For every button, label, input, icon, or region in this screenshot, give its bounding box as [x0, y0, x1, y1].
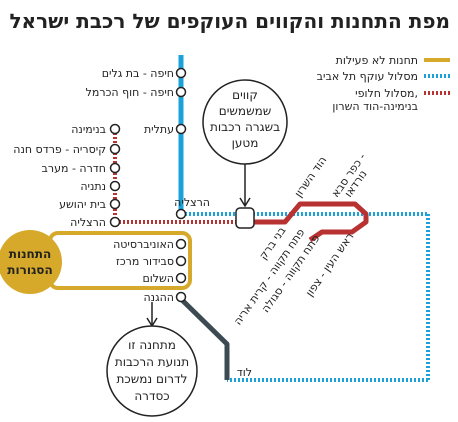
legend-bypass-label: מסלול עוקף תל אביב [317, 70, 418, 83]
station-marker-binyamina [109, 123, 121, 135]
alt-line-east-solid [245, 201, 369, 243]
closed-label-line1: התחנות [9, 247, 51, 261]
map-title: מפת התחנות והקווים העוקפים של רכבת ישראל [9, 9, 450, 33]
diesel-callout-line3: בשגרה רכבות [210, 120, 280, 134]
station-marker-herzliya-left [109, 216, 121, 228]
legend-alt-label-1: מסלול חלופי, [355, 87, 418, 100]
station-binyamina: בנימינה [71, 123, 106, 136]
station-atlit: עתלית [144, 123, 174, 136]
station-marker-hadera [109, 162, 121, 174]
station-haifa-hof-hacarmel: חיפה - חוף הכרמל [86, 86, 174, 99]
alt-west-stations [109, 123, 121, 228]
station-haifa-bat-galim: חיפה - בת גלים [102, 67, 174, 80]
south-callout-line2: תנועת הרכבות [115, 355, 189, 369]
south-callout-line1: מתחנה זו [128, 338, 176, 352]
station-marker-herzliya-main [175, 208, 187, 220]
station-marker-beit-yehoshua [109, 198, 121, 210]
diesel-callout-line1: קווים [232, 88, 258, 102]
legend-alt-label-2: בנימינה-הוד השרון [332, 100, 418, 113]
station-hahagana: ההגנה [144, 291, 175, 304]
station-marker-atlit [175, 123, 187, 135]
station-marker-university [175, 238, 187, 250]
station-hashalom: השלום [142, 272, 174, 285]
station-herzliya-left: הרצליה [70, 216, 106, 229]
legend: תחנות לא פעילות מסלול עוקף תל אביב מסלול… [317, 54, 450, 113]
station-marker-hashalom [175, 272, 187, 284]
station-marker-hahagana [175, 291, 187, 303]
station-hod-hasharon: הוד השרון [292, 154, 330, 200]
south-callout-circle [106, 325, 198, 417]
station-marker-haifa-bat-galim [175, 67, 187, 79]
station-beit-yehoshua: בית יהושע [59, 198, 106, 211]
station-savidor: סבידור מרכז [116, 255, 174, 268]
lod-line [179, 297, 230, 380]
station-lod: לוד [237, 366, 252, 379]
junction-box [235, 207, 255, 229]
diesel-callout-circle [202, 79, 288, 165]
diesel-callout-line4: מטען [232, 136, 259, 150]
station-university: האוניברסיטה [113, 238, 174, 251]
closed-label-line2: הסגורות [7, 263, 52, 277]
station-caesarea: קיסריה - פרדס חנה [13, 143, 106, 156]
station-marker-haifa-hof-hacarmel [175, 86, 187, 98]
south-callout-line3: לדרום נמשכת [117, 372, 188, 386]
station-marker-caesarea [109, 143, 121, 155]
station-hadera: חדרה - מערב [42, 162, 106, 175]
station-marker-savidor [175, 255, 187, 267]
station-netanya: נתניה [80, 180, 106, 193]
legend-inactive-label: תחנות לא פעילות [336, 54, 418, 67]
closed-stations-badge [0, 230, 62, 294]
coastal-stations [175, 67, 187, 220]
closed-station-markers [175, 238, 187, 303]
diesel-arrowhead [239, 197, 251, 208]
diesel-callout-line2: שמשמשים [219, 104, 271, 118]
south-callout-line4: כסדרה [134, 389, 169, 403]
station-marker-netanya [109, 180, 121, 192]
station-herzliya-main: הרצליה [174, 196, 210, 209]
